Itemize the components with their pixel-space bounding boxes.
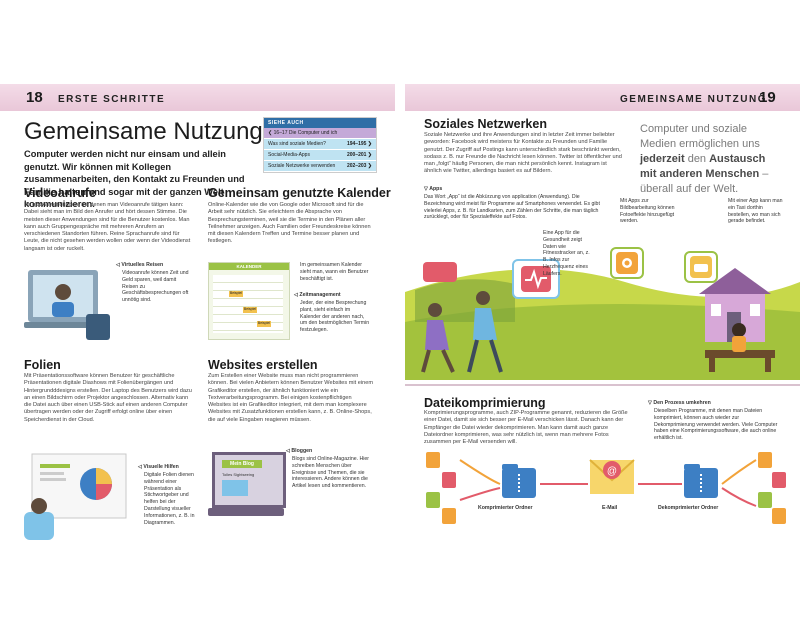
see-also-title: SIEHE AUCH [264,118,376,128]
websites-heading: Websites erstellen [208,358,318,372]
visuelle-hilfen-title: ◁ Visuelle Hilfen [138,464,179,470]
blog-subtitle: Tolles Sightseeing [222,472,255,477]
see-also-row[interactable]: Was sind soziale Medien?194–195 ❯ [264,139,376,150]
kalender-body: Online-Kalender wie die von Google oder … [208,202,371,245]
label-email: E-Mail [602,505,618,511]
bloggen-caption: Blogs sind Online-Magazine. Hier schreib… [292,456,369,490]
right-header-label: GEMEINSAME NUTZUNG [620,94,767,105]
blog-title: Mein Blog [222,460,262,468]
calendar-event: Beispiel [243,307,257,313]
see-also-box: SIEHE AUCH ❮ 16–17 Die Computer und ich … [263,117,377,173]
kompression-heading: Dateikomprimierung [424,396,546,410]
note-health-app: Eine App für die Gesundheit zeigt Daten … [543,230,590,277]
blog-illustration: Mein Blog Tolles Sightseeing [208,448,286,528]
see-also-row[interactable]: ❮ 16–17 Die Computer und ich [264,128,376,139]
zeitmanagement-caption: Jeder, der eine Besprechung plant, sieht… [300,300,370,334]
folien-heading: Folien [24,358,61,372]
kalender-heading: Gemeinsam genutzte Kalender [208,186,391,200]
virtuelles-reisen-caption: Videoanrufe können Zeit und Geld sparen,… [122,270,189,304]
label-compressed-folder: Komprimierter Ordner [478,505,533,511]
left-header-label: ERSTE SCHRITTE [58,94,166,105]
videoanrufe-body: Es gibt Anwendungen, mit denen man Video… [24,202,191,252]
page-title: Gemeinsame Nutzung [24,118,263,145]
kompression-body: Komprimierungsprogramme, auch ZIP-Progra… [424,410,628,446]
page-intro: Computer werden nicht nur einsam und all… [24,149,245,209]
section-divider [405,384,800,386]
label-decompressed-folder: Dekomprimierter Ordner [658,505,719,511]
note-taxi-app: Mit einer App kann man ein Taxi dorthin … [728,198,783,225]
virtuelles-reisen-title: ◁ Virtuelles Reisen [116,262,164,268]
right-page-number: 19 [759,89,776,106]
calendar-title: KALENDER [209,263,289,270]
pull-quote: Computer und soziale Medien ermöglichen … [640,123,769,195]
apps-title: ▽ Apps [424,186,443,192]
apps-caption: Das Wort „App“ ist die Abkürzung von app… [424,194,600,221]
netzwerke-heading: Soziales Netzwerken [424,117,547,131]
svg-text:@: @ [607,466,617,477]
right-header-bar [405,84,800,111]
folien-body: Mit Präsentationssoftware können Benutze… [24,373,192,423]
bloggen-title: ◁ Bloggen [286,448,313,454]
calendar-event: Beispiel [229,291,243,297]
zeitmanagement-title: ◁ Zeitmanagement [294,292,341,298]
prozess-caption: Dieselben Programme, mit denen man Datei… [654,408,778,442]
websites-body: Zum Erstellen einer Website muss man nic… [208,373,374,423]
apps-landscape [405,212,800,380]
netzwerke-body: Soziale Netzwerke und ihre Anwendungen s… [424,132,622,175]
video-call-illustration [24,262,114,342]
compression-diagram: @ [420,440,790,530]
note-photo-app: Mit Apps zur Bildbearbeitung können Foto… [620,198,675,225]
left-header-bar [0,84,395,111]
calendar-event: Beispiel [257,321,271,327]
calendar-illustration: KALENDER Beispiel Beispiel Beispiel [208,262,290,340]
presentation-illustration [24,450,134,540]
visuelle-hilfen-caption: Digitale Folien dienen während einer Prä… [144,472,195,526]
prozess-title: ▽ Den Prozess umkehren [648,400,711,406]
videoanrufe-heading: Videoanrufe [24,186,97,200]
left-page-number: 18 [26,89,43,106]
kalender-note: Im gemeinsamen Kalender sieht man, wann … [300,262,369,282]
